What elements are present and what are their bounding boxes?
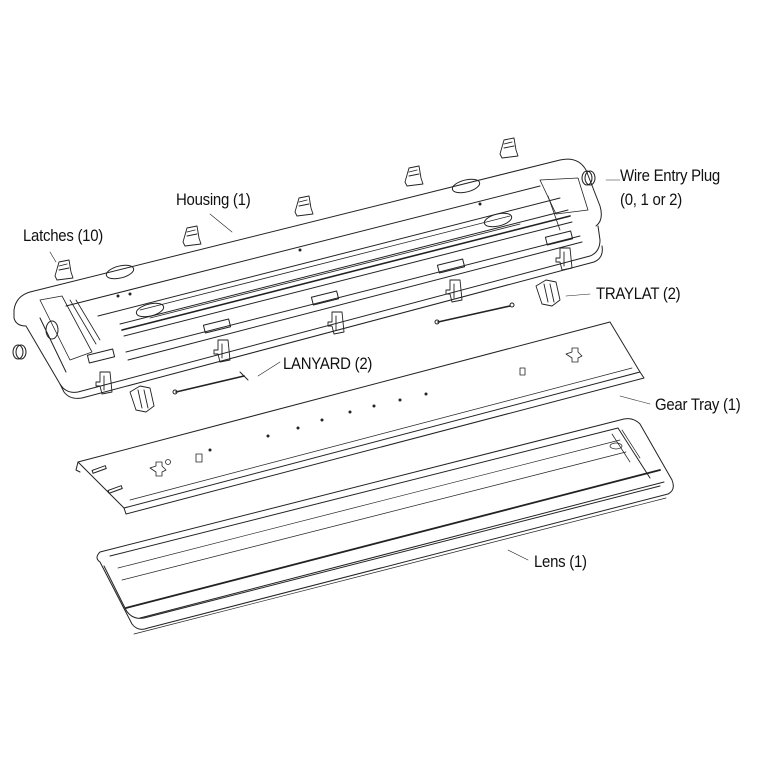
wire-entry-plugs-drawing <box>12 170 596 360</box>
label-latches: Latches (10) <box>23 226 103 245</box>
label-traylat: TRAYLAT (2) <box>596 284 681 303</box>
lens-drawing <box>96 418 674 635</box>
leader-lens <box>507 549 529 561</box>
traylat-drawing <box>129 279 561 413</box>
leader-gear-tray <box>619 395 651 405</box>
label-wire-entry-plug: Wire Entry Plug (0, 1 or 2) <box>620 164 720 212</box>
label-wire-entry-plug-line2: (0, 1 or 2) <box>620 190 682 209</box>
housing-drawing <box>13 158 603 399</box>
gear-tray-drawing <box>75 321 645 515</box>
leader-traylat <box>565 293 591 297</box>
label-lanyard: LANYARD (2) <box>283 354 373 373</box>
label-wire-entry-plug-line1: Wire Entry Plug <box>620 166 720 185</box>
leader-latches <box>49 251 57 263</box>
leader-lines <box>49 179 651 561</box>
leader-housing <box>209 213 233 233</box>
latches-drawing <box>54 137 573 395</box>
label-lens: Lens (1) <box>534 552 587 571</box>
label-gear-tray: Gear Tray (1) <box>655 395 741 414</box>
leader-lanyard <box>257 361 281 377</box>
label-housing: Housing (1) <box>176 190 251 209</box>
lanyard-drawing <box>172 302 515 395</box>
